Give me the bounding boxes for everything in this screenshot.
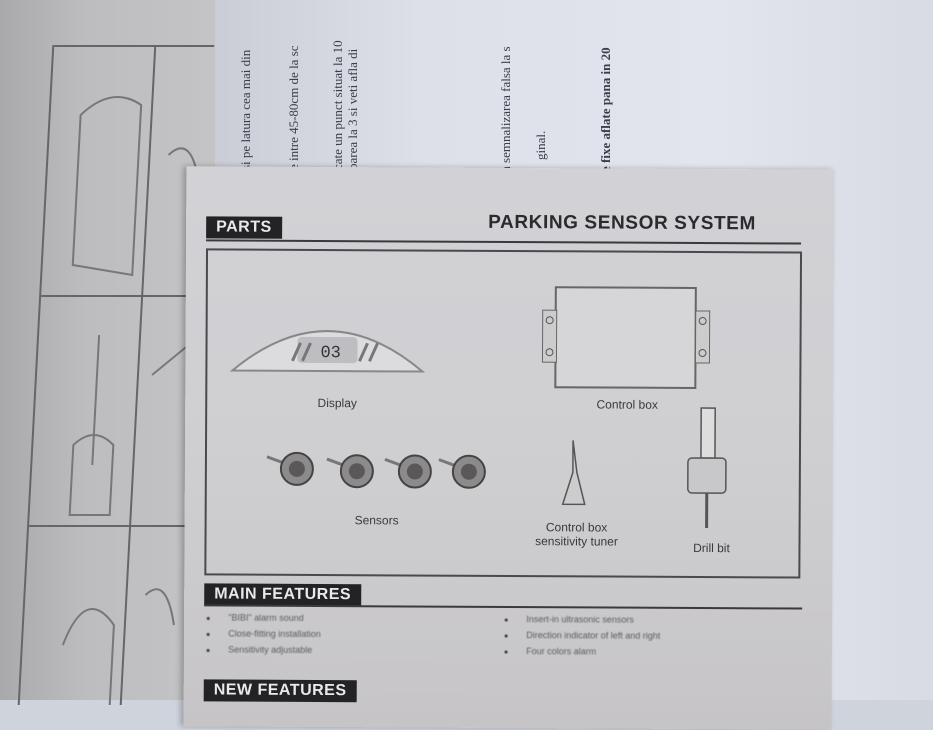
installation-diagram bbox=[17, 45, 225, 705]
page-title: PARKING SENSOR SYSTEM bbox=[488, 211, 756, 235]
feature-item: Insert-in ultrasonic sensors bbox=[504, 614, 660, 631]
feature-item: Close-fitting installation bbox=[206, 628, 321, 645]
parts-header: PARTS bbox=[206, 216, 282, 239]
main-features-header: MAIN FEATURES bbox=[204, 583, 362, 607]
left-page bbox=[0, 0, 225, 705]
bg-text-line: cate un punct situat la 10 bbox=[330, 40, 345, 170]
display-icon: 03 bbox=[229, 330, 426, 373]
tuner-label: Control box sensitivity tuner bbox=[511, 520, 641, 549]
feature-item: Direction indicator of left and right bbox=[504, 630, 660, 647]
feature-item: Four colors alarm bbox=[504, 646, 660, 663]
sensors-label: Sensors bbox=[354, 513, 399, 528]
car-sketch-icon bbox=[61, 96, 199, 705]
feature-item: "BIBI" alarm sound bbox=[206, 612, 321, 629]
divider bbox=[206, 239, 802, 245]
control-box-label: Control box bbox=[596, 397, 658, 412]
bg-text-line: e fixe aflate pana in 20 bbox=[598, 47, 613, 172]
bg-text-line: e intre 45-80cm de la sc bbox=[286, 45, 301, 170]
bg-text-line: si pe latura cea mai din bbox=[238, 49, 253, 170]
control-box-icon bbox=[541, 286, 711, 389]
bg-text-line: oarea la 3 si veti afla di bbox=[345, 48, 360, 170]
main-features-left: "BIBI" alarm sound Close-fitting install… bbox=[166, 612, 321, 661]
tuner-label-line1: Control box bbox=[545, 520, 608, 535]
bg-text-line: a semnalizarea falsa la s bbox=[498, 46, 513, 172]
parts-box: 03 bbox=[204, 248, 803, 579]
main-features-right: Insert-in ultrasonic sensors Direction i… bbox=[464, 614, 661, 663]
tuner-label-line2: sensitivity tuner bbox=[535, 534, 618, 549]
bg-text-line: ginal. bbox=[533, 130, 548, 160]
sensors-icon bbox=[266, 451, 486, 489]
feature-item: Sensitivity adjustable bbox=[206, 644, 321, 661]
drill-bit-icon bbox=[687, 407, 727, 529]
display-reading: 03 bbox=[320, 344, 341, 363]
new-features-header: NEW FEATURES bbox=[203, 679, 357, 703]
manual-page: PARTS PARKING SENSOR SYSTEM 03 bbox=[183, 166, 835, 730]
drill-bit-label: Drill bit bbox=[693, 540, 730, 556]
divider bbox=[204, 604, 803, 610]
display-label: Display bbox=[317, 395, 357, 411]
tuner-icon bbox=[561, 440, 586, 506]
